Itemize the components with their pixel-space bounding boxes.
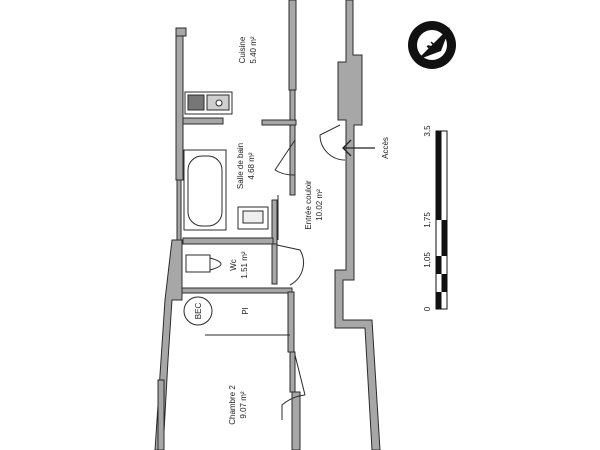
chambre-door [281,354,306,420]
wc-right-wall [271,243,278,285]
bath-door [274,139,296,176]
chambre-right-wall [287,291,295,353]
kitchen-bath-wall [182,117,224,125]
salle-de-bain-area: 4.68 m² [247,152,256,179]
scale-tick-1: 1,05 [423,252,432,268]
scale-seg-r1 [441,220,447,256]
scale-tick-0: 0 [423,306,432,311]
kitchen-top-wall [175,27,187,37]
pl-label: Pl [241,307,250,314]
bath-wc-wall [182,237,274,245]
scale-seg-r2 [441,274,447,292]
cuisine-name: Cuisine [238,36,247,63]
toilet-icon [185,254,222,273]
corridor-right-wall [334,0,381,450]
scale-bar: 0 1,05 1,75 3,5 [423,125,448,311]
wc-chambre-wall [181,287,293,294]
scale-seg-l1 [436,131,442,220]
salle-de-bain-name: Salle de bain [236,143,245,189]
scale-seg-l2 [436,256,442,274]
wc-name: Wc [229,259,238,271]
left-wall-bottom [157,379,165,450]
scale-seg-l3 [436,292,442,309]
bec-water-heater [183,296,213,326]
bath-right-wall [289,124,296,196]
compass: N [408,21,456,69]
chambre-right-wall-lower [289,351,296,393]
kitchen-sink-drain [215,99,223,107]
kitchen-bath-wall-right [261,119,297,126]
bathtub-inner [187,155,223,227]
chambre2-area: 9.07 m² [239,391,248,418]
scale-tick-2: 1,75 [423,212,432,228]
left-wall-upper [175,29,184,181]
compass-arrow-icon [417,27,450,60]
kitchen-right-wall [288,0,297,91]
cuisine-area: 5.40 m² [249,36,258,63]
kitchen-right-wall-mid [289,89,296,121]
wc-area: 1.51 m² [240,251,249,278]
entree-couloir-name: Entrée couloir [304,180,313,230]
bath-basin-bowl [242,210,264,224]
chambre-right-wall-bottom [291,391,301,450]
scale-tick-3: 3,5 [423,125,432,137]
bec-label: BEC [194,303,203,320]
entree-couloir-area: 10.02 m² [315,189,324,221]
access-label: Accès [381,137,390,159]
wc-door [276,244,304,286]
entry-door [319,124,346,161]
kitchen-sink-basin [187,94,205,111]
left-wall-window [176,179,182,241]
access-arrow [342,139,375,157]
chambre2-name: Chambre 2 [228,385,237,425]
